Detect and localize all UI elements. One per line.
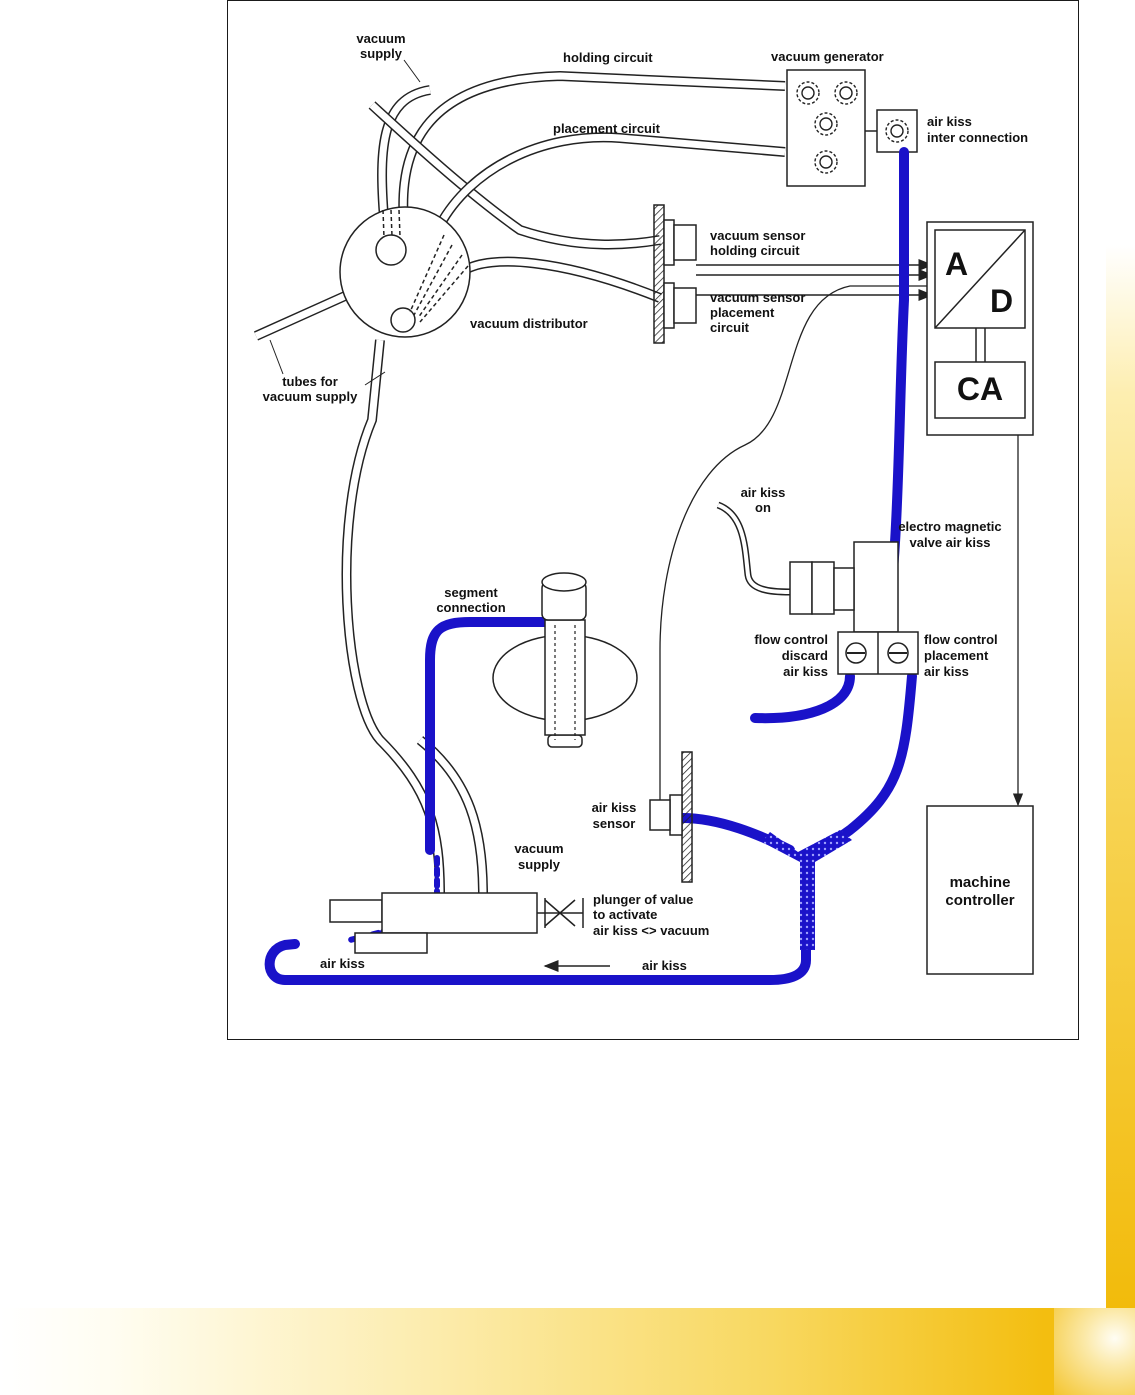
label-machine-controller-2: controller <box>945 892 1014 909</box>
decorative-gradient-band-bottom <box>0 1308 1135 1395</box>
label-flow-control-placement-3: air kiss <box>924 664 969 679</box>
vacuum-sensors <box>653 204 697 344</box>
label-ad-a: A <box>945 246 968 282</box>
label-flow-control-discard-1: flow control <box>754 632 828 647</box>
label-electro-magnetic-valve-1: electro magnetic <box>898 519 1001 534</box>
label-air-kiss-interconnection-2: inter connection <box>927 130 1028 145</box>
ad-converter-unit <box>926 221 1034 436</box>
label-vacuum-supply-bottom-1: vacuum <box>514 841 563 856</box>
label-air-kiss-on-2: on <box>755 500 771 515</box>
label-ca: CA <box>957 371 1003 407</box>
label-vacuum-distributor: vacuum distributor <box>470 316 588 331</box>
label-plunger-3: air kiss <> vacuum <box>593 923 709 938</box>
signal-lines <box>659 259 1024 807</box>
air-kiss-junction <box>762 830 852 950</box>
label-vacuum-sensor-holding-1: vacuum sensor <box>710 228 805 243</box>
label-plunger-1: plunger of value <box>593 892 693 907</box>
decorative-corner-glow <box>1054 1308 1135 1395</box>
label-air-kiss-bottom: air kiss <box>642 958 687 973</box>
label-flow-control-discard-3: air kiss <box>783 664 828 679</box>
leader-lines <box>269 59 421 386</box>
label-air-kiss-sensor-2: sensor <box>593 816 636 831</box>
label-vacuum-supply-top-2: supply <box>360 46 403 61</box>
label-air-kiss-left: air kiss <box>320 956 365 971</box>
vacuum-distributor <box>339 206 471 338</box>
labels: vacuum supply holding circuit vacuum gen… <box>263 31 1028 973</box>
vacuum-generator <box>786 69 918 187</box>
vacuum-tubes <box>253 70 786 896</box>
label-flow-control-placement-1: flow control <box>924 632 998 647</box>
label-vacuum-sensor-placement-3: circuit <box>710 320 750 335</box>
label-ad-d: D <box>990 283 1013 319</box>
label-air-kiss-sensor-1: air kiss <box>592 800 637 815</box>
label-vacuum-supply-bottom-2: supply <box>518 857 561 872</box>
label-flow-control-placement-2: placement <box>924 648 989 663</box>
decorative-gradient-band-right <box>1106 245 1135 1308</box>
electro-magnetic-valve <box>716 501 919 675</box>
label-machine-controller-1: machine <box>950 874 1011 891</box>
label-flow-control-discard-2: discard <box>782 648 828 663</box>
label-tubes-for-vacuum-supply-2: vacuum supply <box>263 389 358 404</box>
machine-controller-box <box>926 805 1034 975</box>
label-air-kiss-interconnection-1: air kiss <box>927 114 972 129</box>
label-holding-circuit: holding circuit <box>563 50 653 65</box>
label-vacuum-supply-top-1: vacuum <box>356 31 405 46</box>
valve-block <box>329 892 584 954</box>
label-air-kiss-on-1: air kiss <box>741 485 786 500</box>
label-segment-connection-1: segment <box>444 585 498 600</box>
label-vacuum-sensor-placement-2: placement <box>710 305 775 320</box>
air-kiss-sensor <box>649 751 693 883</box>
label-vacuum-sensor-placement-1: vacuum sensor <box>710 290 805 305</box>
label-segment-connection-2: connection <box>436 600 505 615</box>
segment-nozzle <box>492 572 638 748</box>
label-electro-magnetic-valve-2: valve air kiss <box>910 535 991 550</box>
label-plunger-2: to activate <box>593 907 657 922</box>
label-placement-circuit: placement circuit <box>553 121 661 136</box>
label-vacuum-sensor-holding-2: holding circuit <box>710 243 800 258</box>
label-tubes-for-vacuum-supply-1: tubes for <box>282 374 338 389</box>
label-vacuum-generator: vacuum generator <box>771 49 884 64</box>
